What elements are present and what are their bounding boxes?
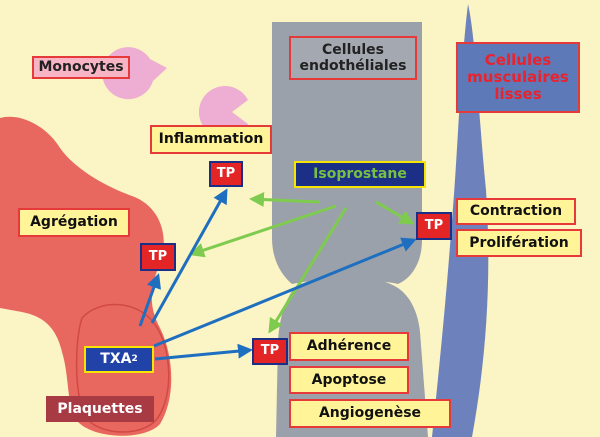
txa2-subscript: 2	[131, 354, 138, 365]
tp-receptor-aggregation: TP	[140, 243, 176, 271]
endothelial-cell-upper-shape	[272, 22, 422, 284]
blue-arrows	[138, 188, 417, 361]
green-arrows	[189, 192, 415, 334]
adherence-label: Adhérence	[289, 332, 409, 361]
proliferation-label: Prolifération	[456, 229, 582, 257]
inflammation-label: Inflammation	[150, 125, 272, 154]
monocytes-label: Monocytes	[32, 56, 130, 79]
platelet-outline	[75, 303, 170, 433]
contraction-label: Contraction	[456, 198, 576, 225]
txa2-text: TXA	[100, 351, 132, 368]
tp-receptor-inflammation: TP	[209, 161, 243, 187]
aggregation-label: Agrégation	[18, 208, 130, 237]
tp-receptor-muscle: TP	[416, 212, 452, 240]
angiogenese-label: Angiogenèse	[289, 399, 451, 428]
endothelial-cells-label: Cellules endothéliales	[289, 36, 417, 80]
smooth-muscle-cells-label: Cellules musculaires lisses	[456, 42, 580, 113]
apoptose-label: Apoptose	[289, 366, 409, 394]
tp-receptor-endothelial: TP	[252, 338, 288, 365]
platelet-aggregate-shape	[0, 116, 172, 436]
isoprostane-label: Isoprostane	[294, 161, 426, 188]
platelets-label: Plaquettes	[46, 396, 154, 422]
